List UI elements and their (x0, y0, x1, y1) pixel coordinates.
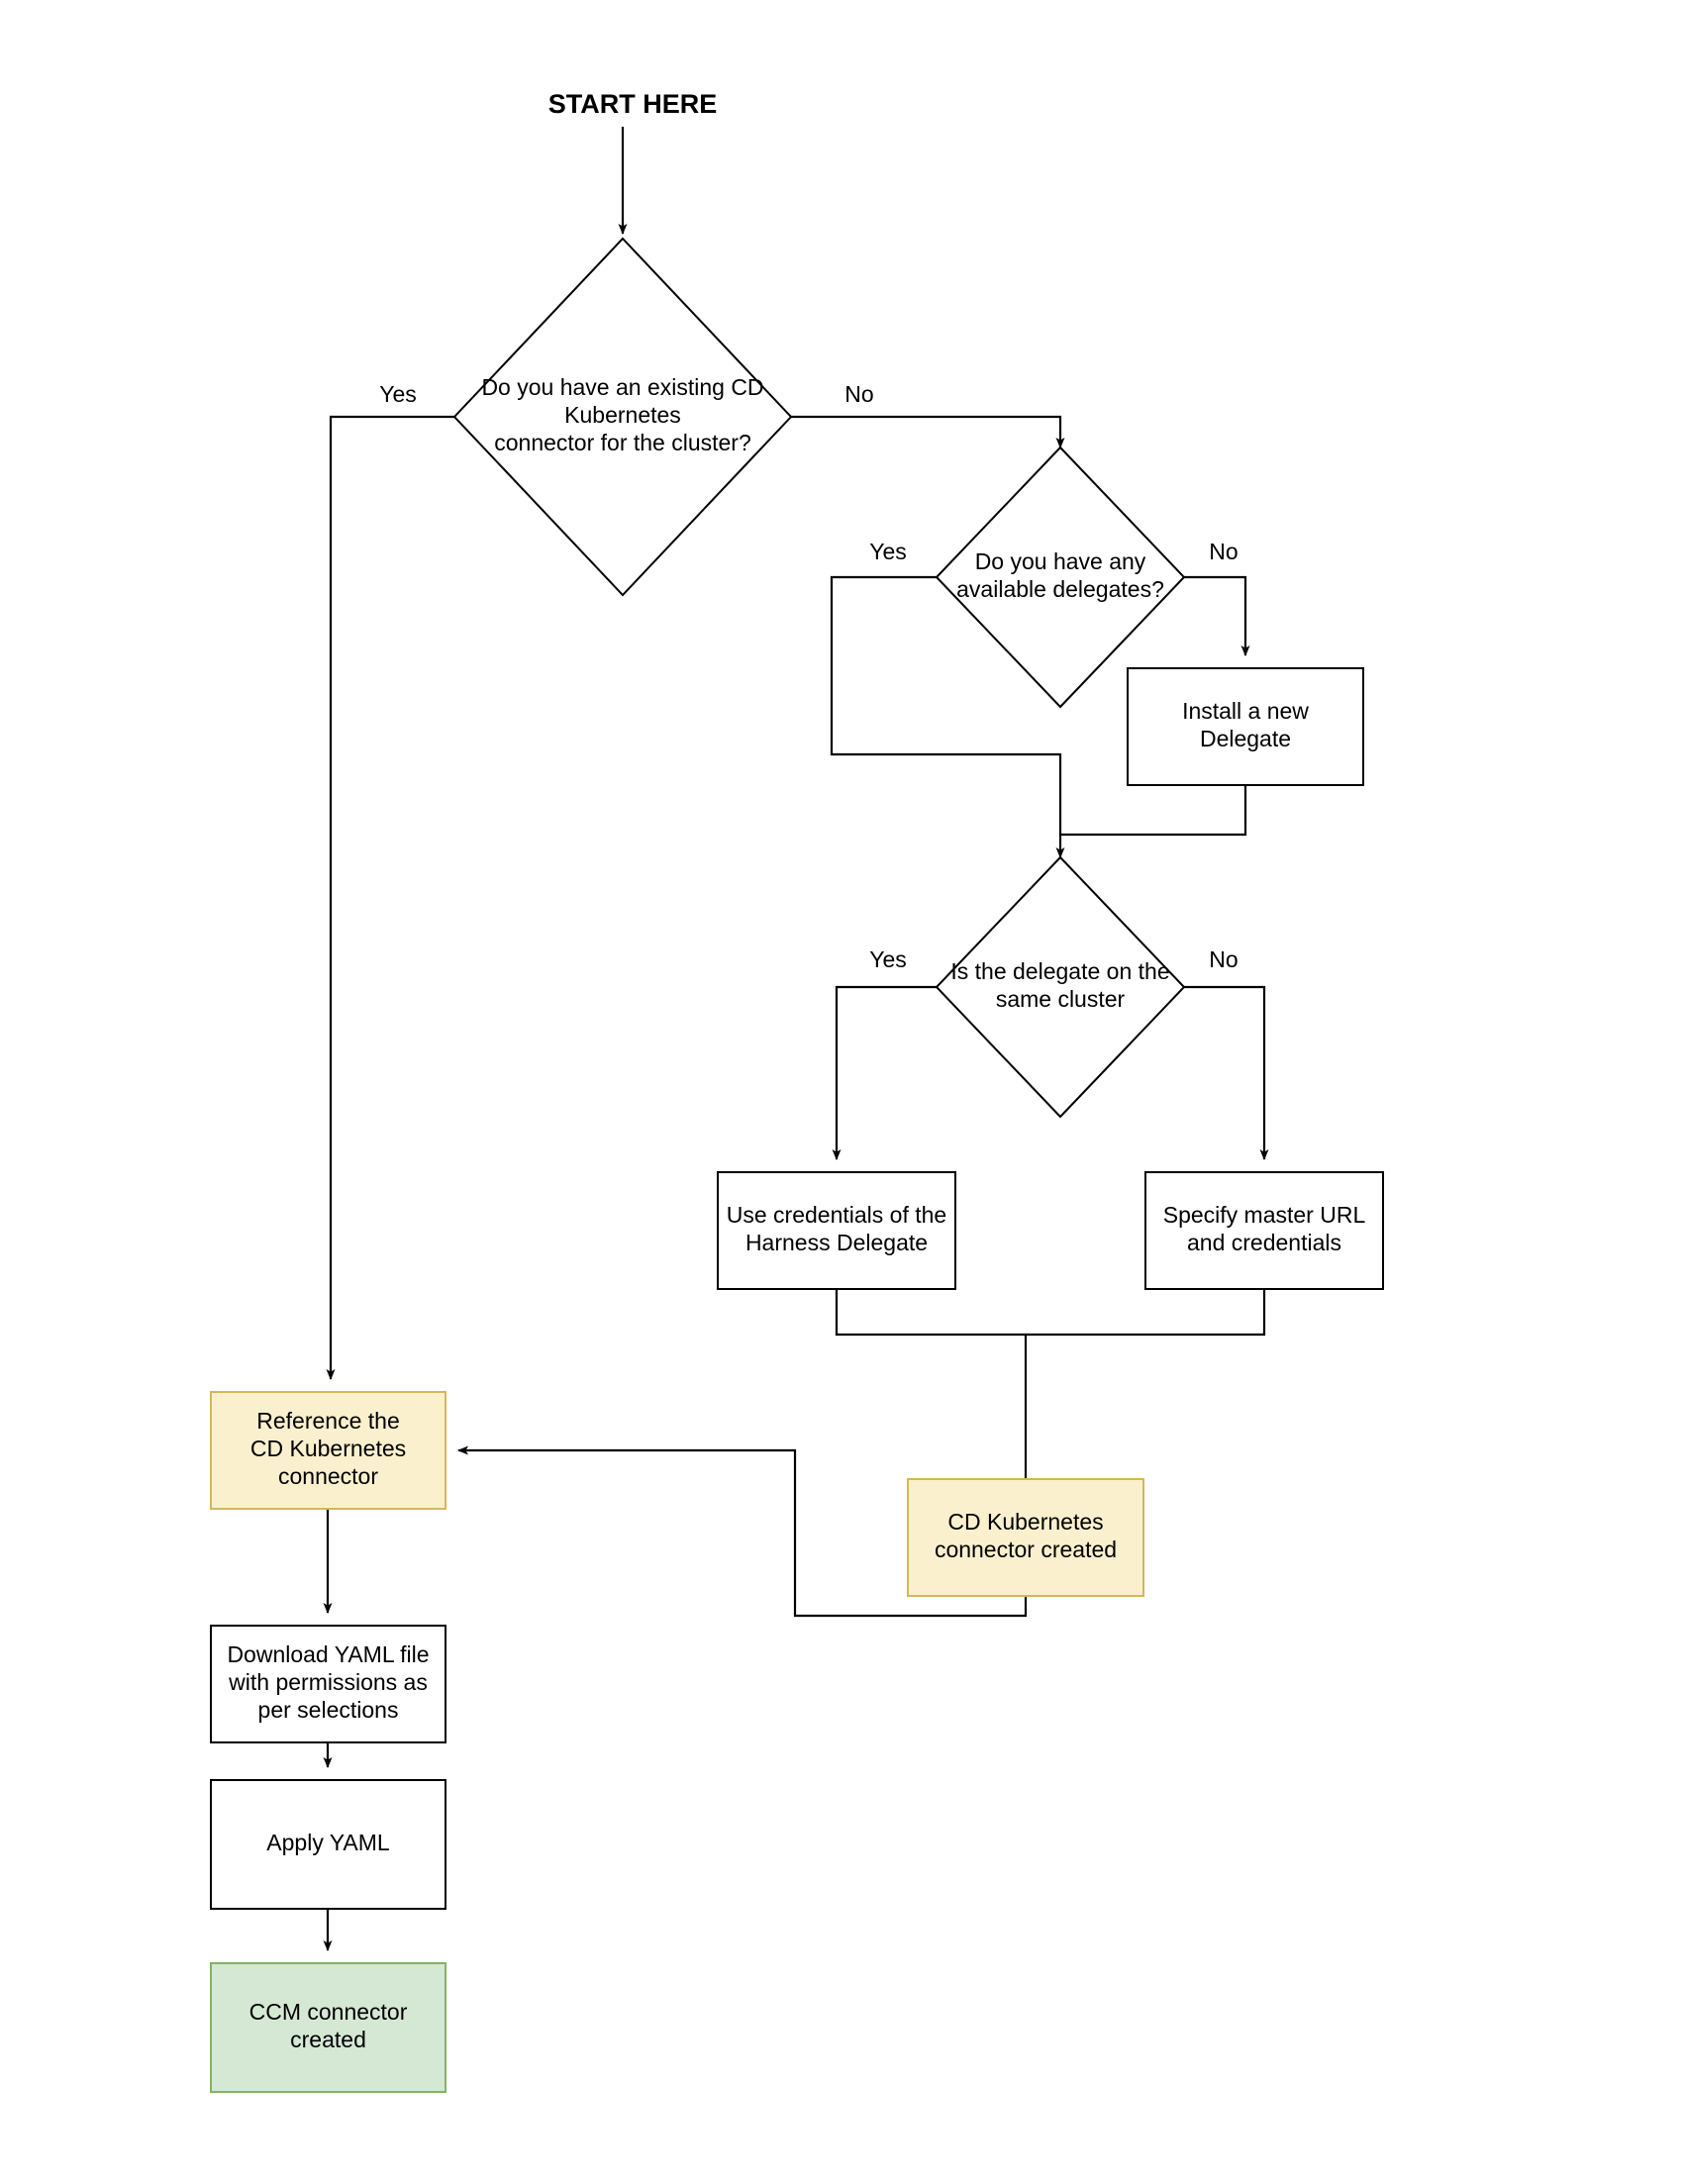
node-text-line: Kubernetes (564, 402, 681, 428)
decision-diamond (937, 857, 1184, 1117)
node-box (211, 1963, 446, 2092)
node-text-line: created (290, 2027, 366, 2052)
node-text-line: connector (278, 1463, 378, 1489)
edge-existing-no-to-delegates (791, 415, 1065, 448)
node-text-line: Download YAML file (227, 1641, 429, 1667)
start-label: START HERE (548, 89, 718, 119)
edge-label-existing-no: No (844, 381, 873, 407)
nodes-layer: START HERE Do you have an existing CDKube… (211, 89, 1383, 2092)
node-text-line: and credentials (1187, 1230, 1341, 1255)
edge-samecluster-no-to-masterurl (1184, 985, 1269, 1160)
edge-harness-to-created (835, 1289, 1028, 1479)
node-box (908, 1479, 1143, 1596)
node-text-line: Install a new (1182, 698, 1309, 724)
node-box (211, 1626, 446, 1742)
edge-delegates-no-to-install (1184, 575, 1250, 656)
node-text-line: Delegate (1200, 726, 1291, 751)
edge-label-delegates-yes: Yes (869, 539, 907, 564)
edge-label-existing-yes: Yes (379, 381, 417, 407)
edge-label-delegates-no: No (1209, 539, 1238, 564)
edge-label-samecluster-no: No (1209, 946, 1238, 972)
node-text-line: Harness Delegate (745, 1230, 928, 1255)
decision-diamond (454, 239, 791, 595)
node-text-line: Is the delegate on the (950, 958, 1169, 984)
node-text-line: Do you have any (975, 548, 1146, 574)
node-text-line: CD Kubernetes (250, 1436, 406, 1461)
edge-samecluster-yes-to-harness (832, 985, 937, 1160)
edges-layer (323, 127, 1269, 1951)
node-text-line: Specify master URL (1163, 1202, 1366, 1228)
node-box (211, 1780, 446, 1909)
edge-label-samecluster-yes: Yes (869, 946, 907, 972)
decision-existing-connector[interactable]: Do you have an existing CDKubernetesconn… (454, 239, 791, 595)
node-text-line: Reference the (256, 1408, 399, 1434)
node-text-line: Apply YAML (266, 1830, 390, 1855)
edge-created-to-reference (457, 1445, 1028, 1618)
node-box (718, 1172, 955, 1289)
edge-masterurl-to-created (1026, 1289, 1266, 1337)
node-text-line: same cluster (996, 986, 1126, 1012)
node-box (1145, 1172, 1383, 1289)
node-box (211, 1392, 446, 1509)
edge-delegates-yes-to-merge (830, 575, 1065, 858)
edge-install-to-merge (1060, 785, 1247, 837)
node-text-line: Do you have an existing CD (481, 374, 763, 400)
node-text-line: with permissions as (228, 1669, 428, 1695)
edge-existing-yes-to-reference (326, 415, 454, 1380)
node-text-line: CD Kubernetes (947, 1509, 1103, 1535)
node-text-line: connector created (935, 1537, 1117, 1562)
node-text-line: CCM connector (249, 1999, 408, 2025)
node-box (1128, 668, 1363, 785)
node-text-line: Use credentials of the (727, 1202, 946, 1228)
node-text-line: connector for the cluster? (494, 430, 751, 455)
start-here-label: START HERE (548, 89, 718, 119)
node-text-line: per selections (258, 1697, 399, 1723)
process-apply-yaml[interactable]: Apply YAML (211, 1780, 446, 1909)
decision-diamond (937, 447, 1184, 707)
node-text-line: available delegates? (956, 576, 1164, 602)
